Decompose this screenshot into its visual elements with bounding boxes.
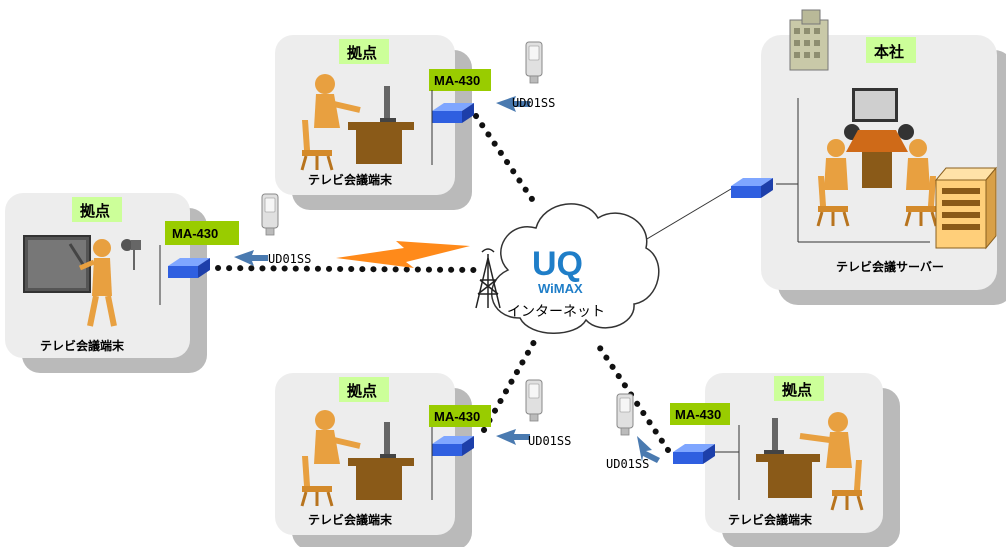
link-bottom-site — [481, 332, 541, 433]
meeting-table-icon — [816, 88, 938, 228]
site-label: 拠点 — [347, 44, 377, 62]
site-label-bg — [339, 39, 389, 64]
router-label: MA-430 — [675, 407, 721, 422]
router-label: MA-430 — [172, 226, 218, 241]
hq-label-bg — [866, 37, 916, 63]
internet-label: インターネット — [507, 304, 605, 320]
server-rack-icon — [934, 166, 998, 250]
router-label: MA-430 — [434, 409, 480, 424]
link-left-site — [215, 265, 481, 273]
site-label: 拠点 — [782, 381, 812, 399]
site-label-bg — [72, 197, 122, 222]
dongle-label: UD01SS — [606, 457, 649, 471]
dongle-label: UD01SS — [528, 434, 571, 448]
building-icon — [789, 9, 829, 71]
terminal-label: テレビ会議端末 — [40, 338, 125, 353]
router-box — [165, 221, 239, 245]
terminal-label: テレビ会議端末 — [728, 512, 813, 527]
router-box — [429, 405, 491, 427]
usb-dongle-icon — [525, 379, 543, 422]
terminal-label: テレビ会議端末 — [308, 512, 393, 527]
hq-label: 本社 — [874, 43, 904, 61]
person-at-desk-icon — [300, 410, 414, 508]
dongle-label: UD01SS — [268, 252, 311, 266]
site-bottom: 拠点 MA-430 UD01SS テレビ会議端末 — [300, 377, 571, 527]
site-label: 拠点 — [347, 382, 377, 400]
site-top: 拠点 MA-430 UD01SS テレビ会議端末 — [300, 39, 555, 187]
arrow-icon — [637, 436, 660, 463]
arrow-icon — [234, 250, 268, 266]
site-label-bg — [339, 377, 389, 402]
hq-site: 本社 テレビ会議サーバー — [731, 9, 998, 274]
cloud-icon — [491, 203, 660, 334]
router-box — [429, 69, 491, 91]
router-label: MA-430 — [434, 73, 480, 88]
site-label-bg — [774, 376, 824, 401]
uq-logo-text: UQ — [532, 245, 583, 283]
person-at-desk-icon — [756, 412, 864, 512]
site-bottom-right: 拠点 MA-430 UD01SS テレビ会議端末 — [606, 376, 864, 527]
lightning-icon — [336, 241, 470, 268]
arrow-icon — [496, 96, 530, 112]
camera-icon — [121, 239, 141, 270]
usb-dongle-icon — [616, 393, 634, 436]
arrow-icon — [496, 429, 530, 445]
presenter-icon — [23, 235, 117, 327]
usb-dongle-icon — [261, 193, 279, 236]
site-label: 拠点 — [80, 202, 110, 220]
server-label: テレビ会議サーバー — [836, 259, 944, 274]
wimax-logo-text: WiMAX — [538, 281, 583, 296]
link-top-site — [473, 113, 541, 211]
usb-dongle-icon — [525, 41, 543, 84]
dongle-label: UD01SS — [512, 96, 555, 110]
router-box — [670, 403, 730, 425]
uq-wimax-logo: UQ WiMAX — [532, 245, 583, 296]
site-left: 拠点 MA-430 UD01SS テレビ会議端末 — [23, 193, 311, 353]
person-at-desk-icon — [300, 74, 414, 172]
terminal-label: テレビ会議端末 — [308, 172, 393, 187]
radio-tower-icon — [475, 248, 501, 309]
